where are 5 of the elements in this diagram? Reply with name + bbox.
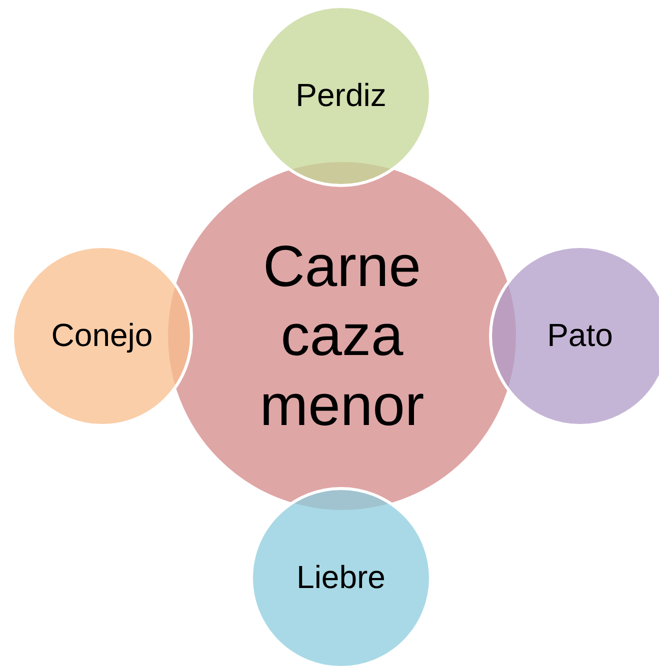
central-topic-label: Carne caza menor (258, 232, 426, 440)
subtopic-label: Pato (547, 318, 613, 354)
subtopic-label: Liebre (296, 560, 386, 596)
subtopic-label: Conejo (51, 318, 153, 354)
subtopic-label: Perdiz (296, 78, 386, 114)
